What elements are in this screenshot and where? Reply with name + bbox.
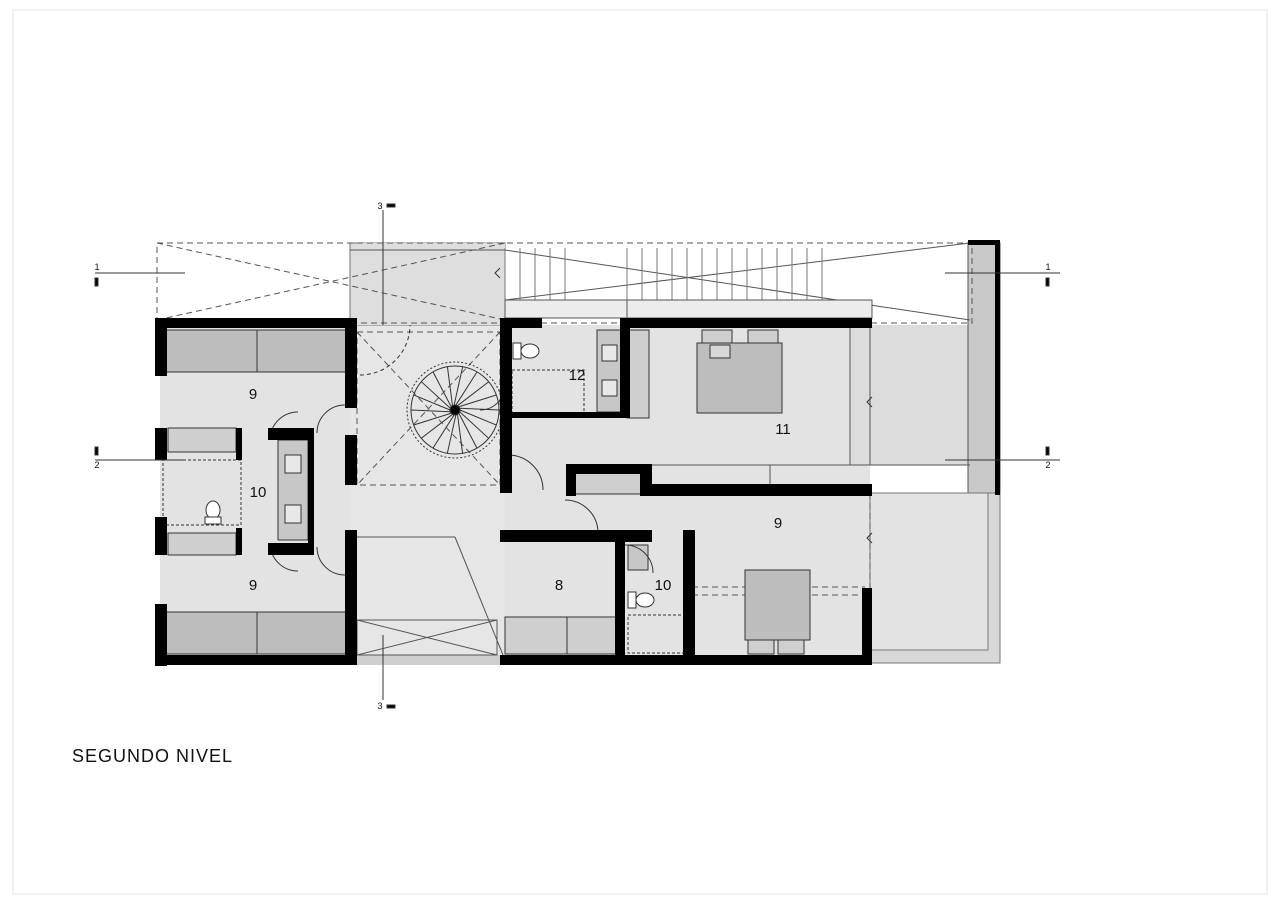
stair-tread xyxy=(459,409,497,426)
closet-nw xyxy=(164,329,348,373)
stair-tread xyxy=(410,409,451,413)
section-2-right: 2 xyxy=(1045,460,1050,470)
furniture xyxy=(162,329,811,655)
paper-border xyxy=(12,9,1268,895)
room-label-master-bedroom: 11 xyxy=(775,421,791,438)
stair-tread xyxy=(458,394,497,408)
bed-east xyxy=(744,569,811,641)
room-label-bedroom-sw: 9 xyxy=(249,577,257,594)
stair-tread xyxy=(413,412,452,426)
stair-tread xyxy=(413,394,451,411)
room-label-bedroom-nw: 9 xyxy=(249,386,257,403)
roof-lines xyxy=(156,242,973,661)
section-1-left: 1 xyxy=(94,262,99,272)
room-label-bath-n: 12 xyxy=(569,367,586,384)
stair-tread xyxy=(457,414,464,454)
section-3-top: 3 xyxy=(377,201,382,211)
stair-tread xyxy=(459,411,490,439)
section-2-left: 2 xyxy=(94,460,99,470)
section-markers xyxy=(94,203,1060,709)
room-label-bath-w: 10 xyxy=(250,484,267,501)
room-labels: 9 10 9 12 11 9 8 10 xyxy=(249,367,791,594)
stair-tread xyxy=(455,371,478,406)
stair-tread xyxy=(432,414,455,449)
section-3-bottom: 3 xyxy=(377,701,382,711)
section-1-right: 1 xyxy=(1045,262,1050,272)
section-labels: 1 1 2 2 3 3 xyxy=(94,201,1050,711)
spiral-stair xyxy=(359,324,504,459)
stair-tread xyxy=(457,381,490,407)
stair-tread xyxy=(446,366,453,406)
drawing-title: SEGUNDO NIVEL xyxy=(72,746,233,766)
room-label-bedroom-e: 9 xyxy=(774,515,782,532)
room-label-bath-s: 10 xyxy=(655,577,672,594)
stair-tread xyxy=(459,407,500,411)
stair-tread xyxy=(446,414,457,454)
stair-tread xyxy=(432,371,452,408)
closet-sw xyxy=(164,611,348,655)
walls xyxy=(155,240,1000,666)
stair-tread xyxy=(458,412,478,449)
stair-tread xyxy=(420,413,453,439)
stair-tread xyxy=(420,381,451,409)
desk-study xyxy=(504,616,618,655)
stair-tread xyxy=(453,366,464,406)
room-label-study: 8 xyxy=(555,577,563,594)
